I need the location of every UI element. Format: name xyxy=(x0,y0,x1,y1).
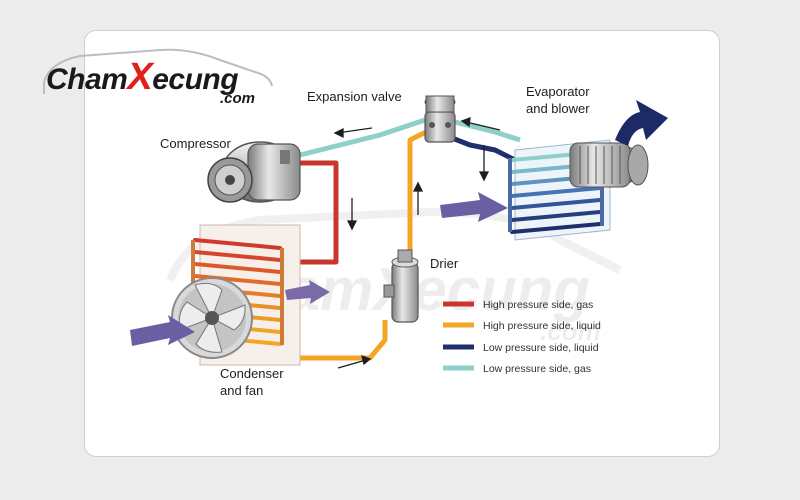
logo-wordmark: ChamXecung xyxy=(46,56,239,98)
brand-logo: ChamXecung .com xyxy=(40,42,280,112)
compressor-icon xyxy=(207,141,301,203)
airflow-arrow-condenser-in xyxy=(130,315,195,346)
pipe-low-gas-b xyxy=(299,117,426,158)
label-evaporator-line1: Evaporator xyxy=(526,84,590,99)
svg-text:.com: .com xyxy=(540,316,601,346)
pipe-high-liquid-b xyxy=(407,127,432,260)
label-drier: Drier xyxy=(430,256,459,271)
legend-label-3: Low pressure side, gas xyxy=(483,363,591,375)
airflow-arrow-condenser-out xyxy=(285,280,330,304)
expansion-valve-icon xyxy=(424,95,456,143)
label-condenser-line1: Condenser xyxy=(220,366,284,381)
legend-label-0: High pressure side, gas xyxy=(483,299,593,311)
flow-arrows xyxy=(333,117,501,369)
pipe-high-gas xyxy=(290,160,339,265)
label-condenser-line2: and fan xyxy=(220,383,263,398)
airflow-arrow-evaporator-in xyxy=(440,192,508,222)
diagram-card xyxy=(84,30,720,457)
airflow-arrow-blower-out xyxy=(615,100,668,146)
legend: High pressure side, gas High pressure si… xyxy=(443,299,601,375)
drier-icon xyxy=(383,249,419,323)
label-compressor: Compressor xyxy=(160,136,231,151)
logo-text: hamXecung xyxy=(67,56,239,98)
condenser-fan-icon xyxy=(171,277,253,359)
logo-domain: .com xyxy=(220,90,256,107)
legend-label-1: High pressure side, liquid xyxy=(483,320,601,332)
logo-car-outline-icon xyxy=(43,48,273,94)
legend-label-2: Low pressure side, liquid xyxy=(483,342,599,354)
label-evaporator-line2: and blower xyxy=(526,101,590,116)
pipe-low-liquid xyxy=(451,135,517,163)
label-expansion-valve: Expansion valve xyxy=(307,89,402,104)
pipe-low-gas-a xyxy=(454,119,521,143)
blower-icon xyxy=(569,142,649,188)
